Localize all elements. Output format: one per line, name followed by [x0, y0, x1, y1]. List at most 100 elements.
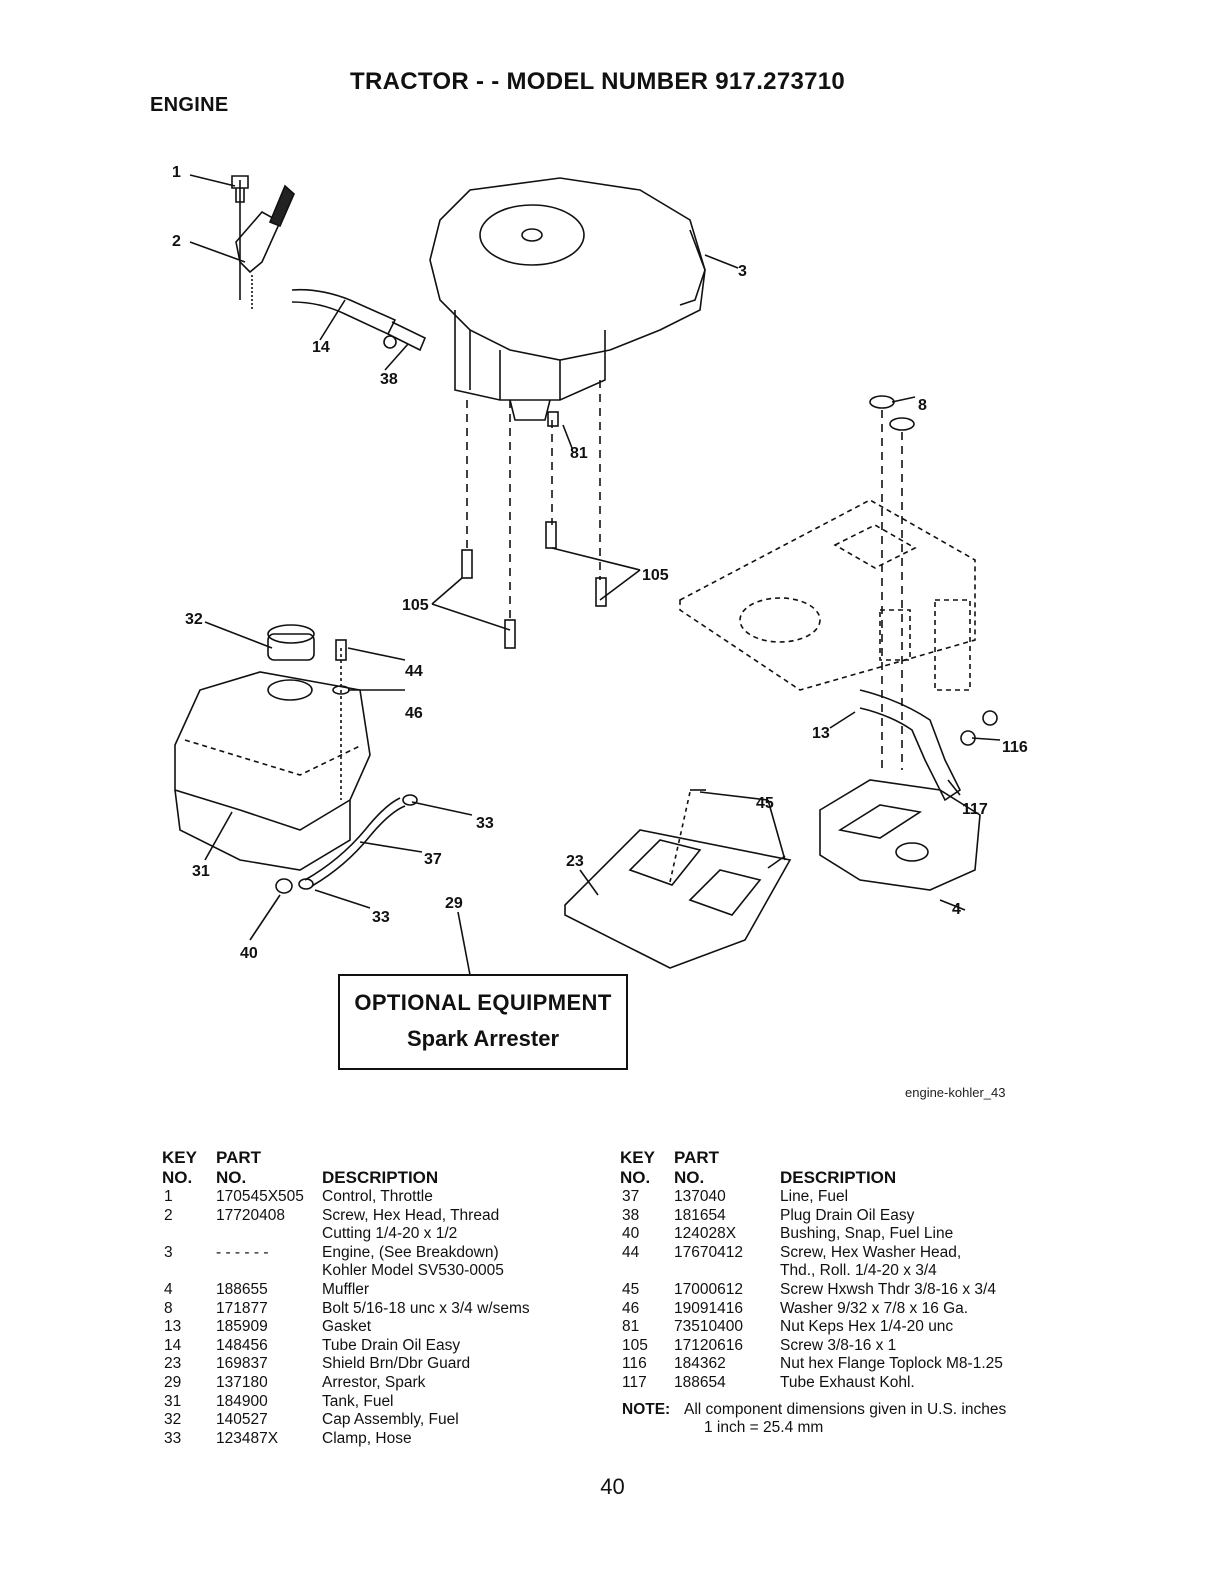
description: Control, Throttle [322, 1188, 433, 1205]
key-no: 38 [622, 1206, 640, 1224]
description: Line, Fuel [780, 1188, 849, 1205]
note-line-1: All component dimensions given in U.S. i… [684, 1400, 1007, 1418]
key-no: 14 [164, 1336, 182, 1354]
callout-29: 29 [445, 895, 463, 912]
description: Plug Drain Oil Easy [780, 1206, 915, 1224]
part-no: 73510400 [674, 1318, 743, 1336]
callout-45: 45 [756, 795, 774, 812]
header-part: NO. [674, 1168, 705, 1187]
fuel-line-drawing [275, 794, 418, 894]
parts-list-right-body: 37 137040 Line, Fuel 38 181654 Plug Drain Oil… [622, 1188, 1062, 1393]
description: Arrestor, Spark [322, 1373, 426, 1391]
key-no: 40 [622, 1225, 640, 1243]
note-line-2: 1 inch = 25.4 mm [704, 1419, 824, 1437]
key-no: 117 [622, 1373, 647, 1391]
muffler-drawing [819, 689, 998, 891]
description: Screw, Hex Head, Thread [322, 1206, 500, 1224]
callout-38: 38 [380, 371, 398, 388]
description: Tube Exhaust Kohl. [780, 1373, 915, 1391]
leader-lines [189, 174, 1001, 976]
fuel-tank-drawing [174, 624, 371, 871]
key-no: 3 [164, 1243, 173, 1261]
part-no [674, 1262, 780, 1281]
part-no: - - - - - - [216, 1243, 269, 1261]
part-no: 148456 [216, 1336, 268, 1354]
description: Cap Assembly, Fuel [322, 1411, 459, 1429]
key-no [164, 1225, 216, 1244]
key-no: 116 [622, 1355, 647, 1373]
part-no [216, 1225, 322, 1244]
callout-4: 4 [952, 901, 961, 918]
key-no: 37 [622, 1188, 640, 1205]
part-no: 184362 [674, 1355, 726, 1373]
key-no: 31 [164, 1392, 182, 1410]
description: Washer 9/32 x 7/8 x 16 Ga. [780, 1299, 969, 1317]
description: Screw Hxwsh Thdr 3/8-16 x 3/4 [780, 1280, 996, 1298]
description: Muffler [322, 1280, 370, 1298]
description: Tank, Fuel [322, 1392, 394, 1410]
callout-13: 13 [812, 725, 830, 742]
throttle-control-drawing [231, 175, 295, 310]
table-row: 37 137040 Line, Fuel [622, 1188, 1062, 1207]
callout-105b: 105 [642, 567, 669, 584]
part-no: 171877 [216, 1299, 268, 1317]
parts-list-right: KEY PART NO. NO. DESCRIPTION 37 137040 Lin… [620, 1148, 1062, 1438]
callout-116: 116 [1002, 739, 1028, 756]
optional-equipment-box: OPTIONAL EQUIPMENT Spark Arrester [338, 974, 628, 1070]
part-no: 184900 [216, 1392, 268, 1410]
description: Nut hex Flange Toplock M8-1.25 [780, 1355, 1003, 1373]
description: Bushing, Snap, Fuel Line [780, 1225, 954, 1243]
table-row: Kohler Model SV530-0005 [164, 1262, 604, 1281]
part-no: 137040 [674, 1188, 726, 1205]
table-row: Cutting 1/4-20 x 1/2 [164, 1225, 604, 1244]
optional-equipment-subtitle: Spark Arrester [406, 1026, 560, 1051]
callout-31: 31 [192, 863, 210, 880]
key-no [622, 1262, 674, 1281]
part-no: 123487X [216, 1429, 279, 1447]
key-no: 4 [164, 1280, 173, 1298]
callout-40: 40 [240, 945, 258, 962]
callout-44: 44 [405, 663, 423, 680]
key-no: 1 [164, 1188, 173, 1205]
description: Cutting 1/4-20 x 1/2 [322, 1225, 458, 1243]
description: Shield Brn/Dbr Guard [322, 1355, 471, 1373]
key-no: 32 [164, 1411, 182, 1429]
key-no: 105 [622, 1336, 648, 1354]
part-no: 137180 [216, 1373, 268, 1391]
key-no: 46 [622, 1299, 640, 1317]
note: NOTE: All component dimensions given in … [622, 1401, 1062, 1438]
header-part-top: PART [674, 1148, 720, 1167]
drawing-id: engine-kohler_43 [905, 1085, 1006, 1100]
header-description: DESCRIPTION [780, 1168, 897, 1187]
drain-tube-drawing [291, 288, 427, 352]
section-title: ENGINE [150, 94, 229, 116]
header-key-top: KEY [620, 1148, 655, 1167]
part-no: 185909 [216, 1318, 268, 1336]
page-title: TRACTOR - - MODEL NUMBER 917.273710 [350, 68, 846, 95]
key-no: 23 [164, 1355, 182, 1373]
header-part: NO. [216, 1168, 247, 1187]
key-no: 8 [164, 1299, 173, 1317]
parts-list-header: KEY PART NO. NO. DESCRIPTION [620, 1148, 1062, 1188]
table-row: 116 184362 Nut hex Flange Toplock M8-1.25 [622, 1355, 1062, 1374]
description: Nut Keps Hex 1/4-20 unc [780, 1318, 954, 1336]
callout-81: 81 [570, 445, 588, 462]
callout-1: 2 [172, 233, 181, 250]
table-row: 40 124028X Bushing, Snap, Fuel Line [622, 1225, 1062, 1244]
key-no: 33 [164, 1429, 182, 1447]
part-no: 124028X [674, 1225, 737, 1243]
note-text: All component dimensions given in U.S. i… [684, 1401, 1006, 1438]
key-no: 13 [164, 1318, 182, 1336]
callout-8: 8 [918, 397, 927, 414]
header-key: NO. [620, 1168, 651, 1187]
part-no: 181654 [674, 1206, 726, 1224]
callout-14: 14 [312, 339, 330, 356]
header-key: NO. [162, 1168, 193, 1187]
